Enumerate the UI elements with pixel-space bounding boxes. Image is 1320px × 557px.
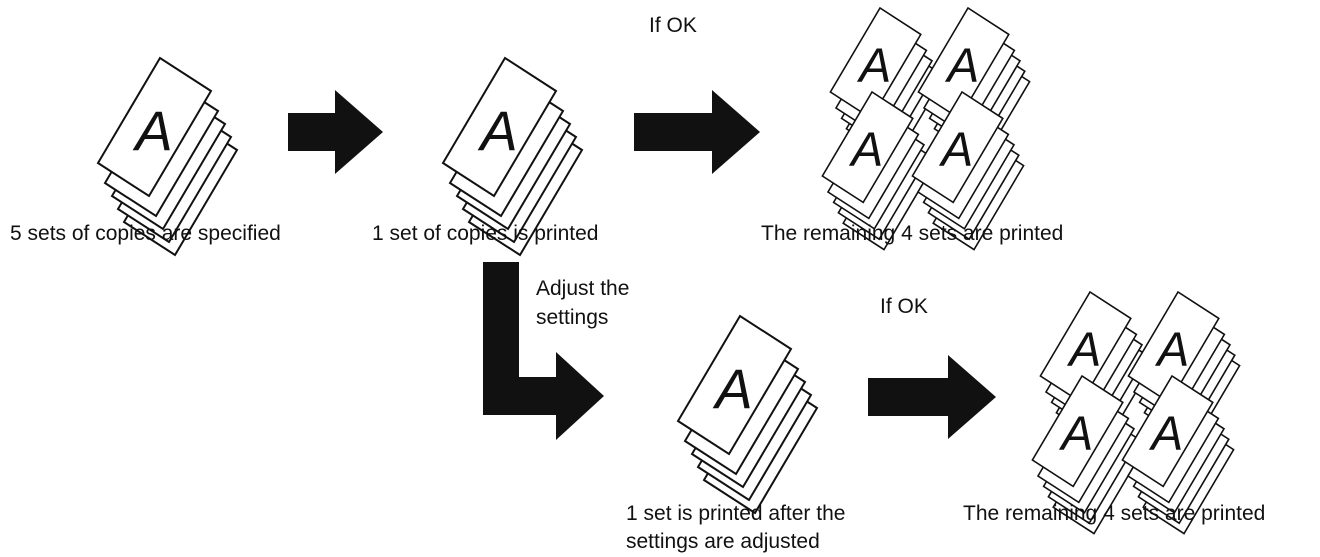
stack-one-set: A xyxy=(442,57,583,256)
stack-remaining-2: A xyxy=(917,7,1031,167)
label-one-set-printed: 1 set of copies is printed xyxy=(372,222,599,245)
label-if-ok-bottom: If OK xyxy=(880,295,928,318)
arrow-right-3 xyxy=(868,355,996,439)
page-glyph: A xyxy=(1058,408,1093,461)
stack-remaining-3: A xyxy=(821,91,935,251)
page-glyph: A xyxy=(1066,324,1101,377)
stack-group-remaining-bottom: A A A A xyxy=(1031,291,1241,535)
page-glyph: A xyxy=(848,124,883,177)
stack-remaining-b1: A xyxy=(1039,291,1153,451)
stack-remaining-1: A xyxy=(829,7,943,167)
stack-group-remaining-top: A A A A xyxy=(821,7,1031,251)
label-sets-specified: 5 sets of copies are specified xyxy=(10,222,281,245)
label-adjust-line2: settings xyxy=(536,306,609,329)
stack-five-sets: A xyxy=(97,57,238,256)
page-glyph: A xyxy=(938,124,973,177)
label-adjust-line1: Adjust the xyxy=(536,277,630,300)
arrow-down-right-elbow xyxy=(483,262,604,440)
stack-remaining-b4: A xyxy=(1121,375,1235,535)
stack-remaining-b3: A xyxy=(1031,375,1145,535)
arrow-right-2 xyxy=(634,90,760,174)
page-glyph: A xyxy=(132,99,172,162)
arrow-right-1 xyxy=(288,90,383,174)
label-remaining-bottom: The remaining 4 sets are printed xyxy=(963,502,1266,525)
stack-remaining-b2: A xyxy=(1127,291,1241,451)
page-glyph: A xyxy=(944,40,979,93)
label-adjusted-line1: 1 set is printed after the xyxy=(626,502,846,525)
label-remaining-top: The remaining 4 sets are printed xyxy=(761,222,1064,245)
stack-adjusted-set: A xyxy=(677,315,818,514)
stack-remaining-4: A xyxy=(911,91,1025,251)
page-glyph: A xyxy=(1148,408,1183,461)
page-glyph: A xyxy=(477,99,517,162)
label-if-ok-top: If OK xyxy=(649,14,697,37)
label-adjusted-line2: settings are adjusted xyxy=(626,530,820,553)
page-glyph: A xyxy=(712,357,752,420)
page-glyph: A xyxy=(856,40,891,93)
page-glyph: A xyxy=(1154,324,1189,377)
